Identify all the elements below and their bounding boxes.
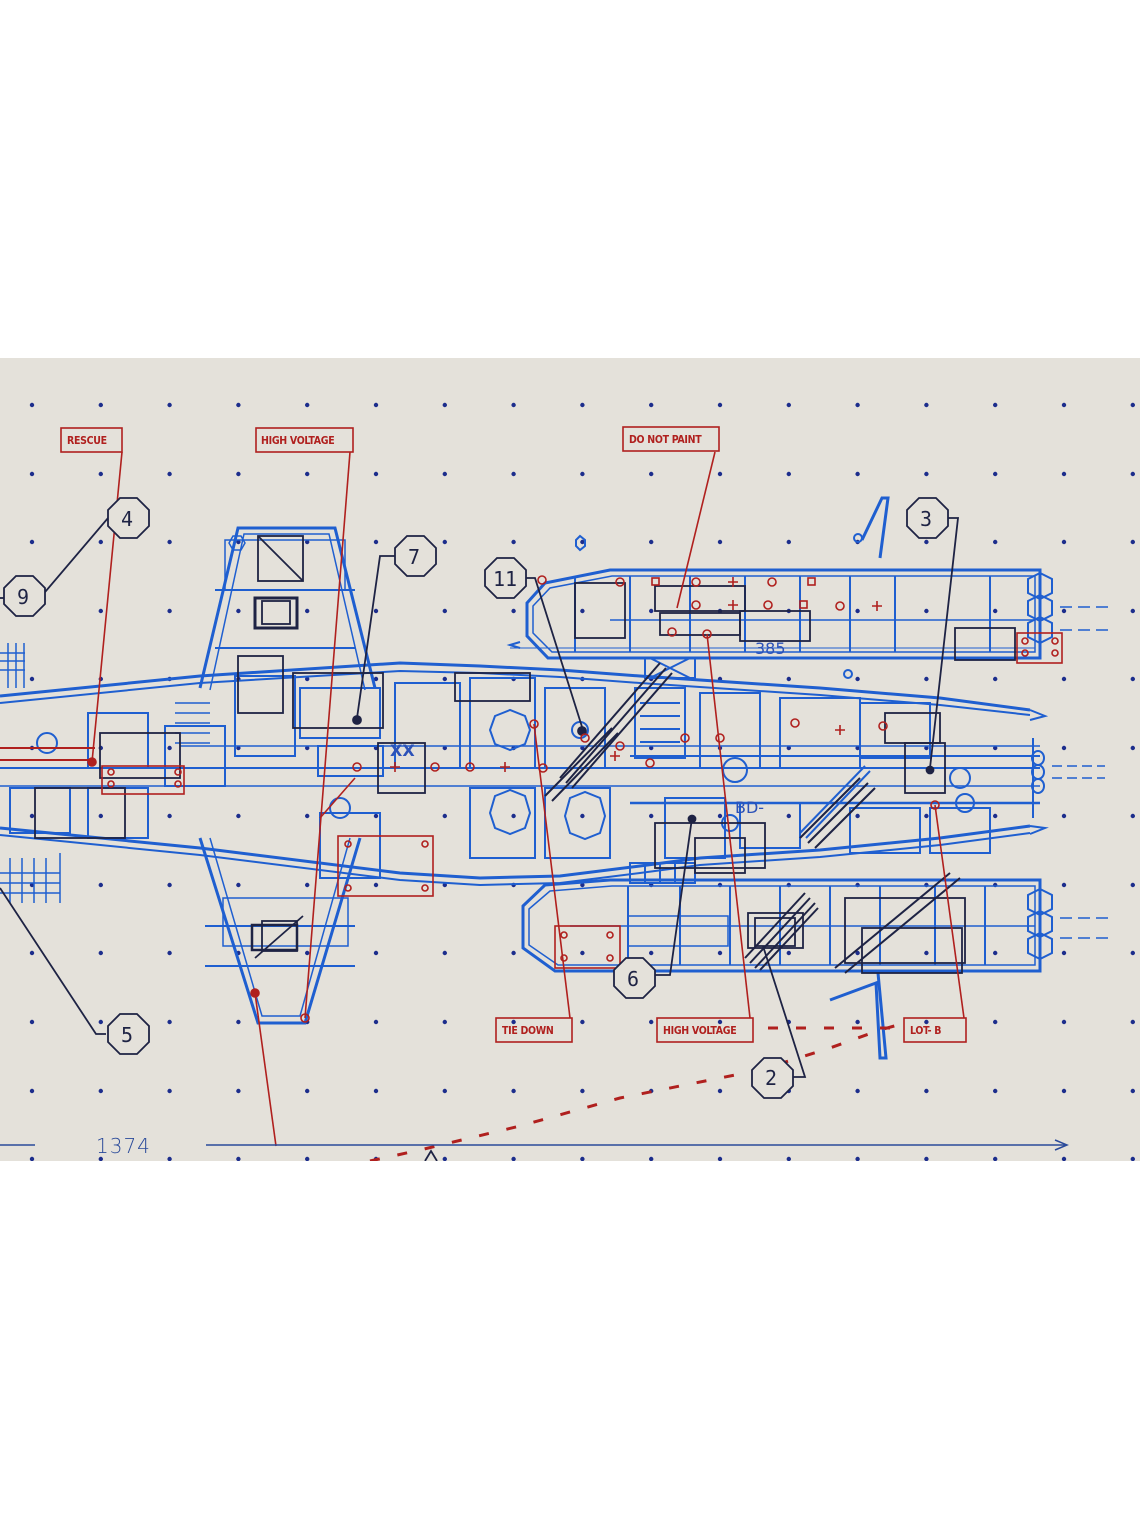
label-lot-b: LOT- B <box>903 1017 967 1043</box>
panel-code: 385 <box>755 639 786 658</box>
reference-balloons: 2 3 4 5 6 7 9 11 <box>3 497 949 1099</box>
svg-text:LOT- B: LOT- B <box>910 1025 941 1037</box>
blueprint-sheet: XX <box>0 358 1140 1161</box>
svg-text:2: 2 <box>765 1066 777 1090</box>
svg-text:7: 7 <box>408 545 420 569</box>
balloon-11: 11 <box>484 557 527 599</box>
svg-text:HIGH VOLTAGE: HIGH VOLTAGE <box>663 1025 736 1037</box>
xx-marking: XX <box>390 741 415 760</box>
balloon-3: 3 <box>906 497 949 539</box>
balloon-6: 6 <box>613 957 656 999</box>
svg-text:9: 9 <box>17 585 29 609</box>
svg-text:4: 4 <box>121 507 133 531</box>
svg-text:DO NOT PAINT: DO NOT PAINT <box>629 434 702 446</box>
svg-text:HIGH VOLTAGE: HIGH VOLTAGE <box>261 435 334 447</box>
safety-markings <box>0 451 1063 1161</box>
balloon-5: 5 <box>107 1013 150 1055</box>
label-do-not-paint: DO NOT PAINT <box>622 426 720 452</box>
label-high-voltage-bottom: HIGH VOLTAGE <box>656 1017 754 1043</box>
svg-text:3: 3 <box>920 507 932 531</box>
hull-structure <box>0 496 1110 1060</box>
svg-text:RESCUE: RESCUE <box>67 435 107 447</box>
blueprint-drawing: XX <box>0 402 1136 1161</box>
dimension-line <box>0 1139 1069 1151</box>
grid-dots <box>29 402 1136 1161</box>
svg-text:TIE DOWN: TIE DOWN <box>502 1025 554 1037</box>
detail-linework: XX <box>0 517 1016 1078</box>
svg-text:6: 6 <box>627 967 639 991</box>
svg-text:11: 11 <box>493 567 517 591</box>
dimension-value: 1374 <box>96 1134 151 1158</box>
bd-code: BD- <box>735 798 764 817</box>
label-high-voltage-top: HIGH VOLTAGE <box>255 427 354 453</box>
balloon-9: 9 <box>3 575 46 617</box>
balloon-2: 2 <box>751 1057 794 1099</box>
svg-text:5: 5 <box>121 1023 133 1047</box>
datum-marker-icon <box>424 1149 438 1161</box>
balloon-7: 7 <box>394 535 437 577</box>
balloon-4: 4 <box>107 497 150 539</box>
label-tie-down: TIE DOWN <box>495 1017 573 1043</box>
callout-labels: RESCUE HIGH VOLTAGE DO NOT PAINT TIE DOW… <box>60 426 967 1043</box>
label-rescue: RESCUE <box>60 427 123 453</box>
